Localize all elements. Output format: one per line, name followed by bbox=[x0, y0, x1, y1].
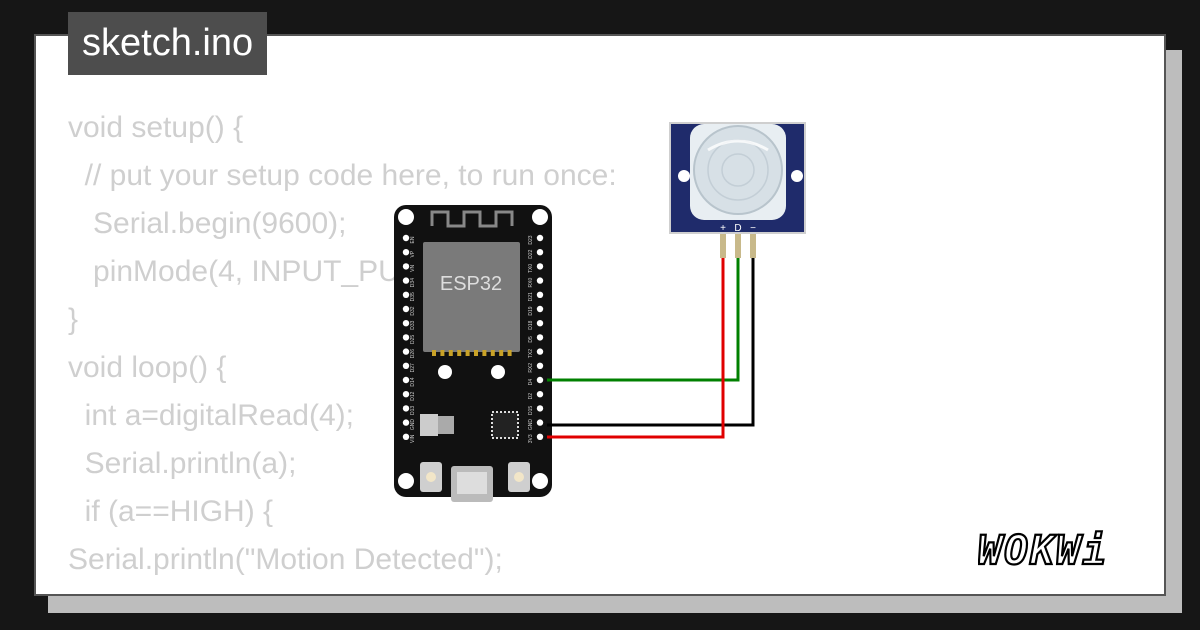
sensor-pin-label: D bbox=[734, 223, 741, 234]
code-line: Serial.begin(9600); bbox=[68, 207, 347, 240]
header-pin[interactable] bbox=[402, 348, 410, 355]
pin-label: RX2 bbox=[528, 363, 534, 373]
header-pin[interactable] bbox=[536, 348, 544, 355]
module-pad bbox=[482, 350, 487, 356]
pin-label: VIN bbox=[410, 434, 416, 443]
header-pin[interactable] bbox=[402, 277, 410, 284]
pin-label: D18 bbox=[528, 320, 534, 329]
pin-label: D19 bbox=[528, 306, 534, 315]
header-pin[interactable] bbox=[402, 419, 410, 426]
module-pad bbox=[465, 350, 470, 356]
header-pin[interactable] bbox=[536, 277, 544, 284]
header-pin[interactable] bbox=[536, 291, 544, 298]
file-name: sketch.ino bbox=[82, 22, 254, 64]
module-pad bbox=[448, 350, 453, 356]
header-pin[interactable] bbox=[536, 320, 544, 327]
pin-label: D12 bbox=[410, 391, 416, 400]
header-pin[interactable] bbox=[536, 305, 544, 313]
code-line: Serial.println(a); bbox=[68, 447, 297, 480]
antenna-icon bbox=[430, 210, 514, 228]
module-pad bbox=[457, 350, 462, 356]
pin-label: D21 bbox=[528, 292, 534, 301]
code-line: void loop() { bbox=[68, 351, 227, 384]
module-pad bbox=[432, 350, 436, 356]
code-line: // put your setup code here, to run once… bbox=[68, 159, 617, 192]
code-line: int a=digitalRead(4); bbox=[68, 399, 354, 432]
pin-label: RX0 bbox=[528, 278, 534, 288]
pin-label: D27 bbox=[410, 363, 416, 372]
header-pin[interactable] bbox=[402, 320, 410, 327]
wire-ground[interactable] bbox=[547, 258, 755, 427]
header-pin[interactable] bbox=[402, 433, 410, 440]
code-line: void setup() { bbox=[68, 111, 244, 144]
pin-label: D2 bbox=[528, 393, 534, 400]
board-label: ESP32 bbox=[440, 273, 502, 295]
pin-label: D25 bbox=[410, 335, 416, 344]
header-pin[interactable] bbox=[402, 391, 410, 398]
pin-label: D5 bbox=[528, 336, 534, 343]
preview-card: void setup() { // put your setup code he… bbox=[34, 34, 1166, 596]
header-pin[interactable] bbox=[536, 419, 544, 426]
pin-label: D34 bbox=[410, 278, 416, 287]
header-pin[interactable] bbox=[402, 362, 410, 369]
header-pin[interactable] bbox=[402, 305, 410, 313]
pin-label: VN bbox=[410, 265, 416, 272]
pin-label: D22 bbox=[528, 249, 534, 258]
header-pin[interactable] bbox=[536, 376, 544, 384]
file-tab[interactable]: sketch.ino bbox=[68, 12, 268, 75]
header-pin[interactable] bbox=[402, 376, 410, 384]
svg-text:WOKWi: WOKWi bbox=[978, 528, 1108, 574]
module-pad bbox=[474, 350, 478, 356]
pin-label: TX0 bbox=[528, 264, 534, 273]
sensor-pin-label: + bbox=[720, 223, 726, 234]
pin-label: D23 bbox=[528, 235, 534, 244]
header-pin[interactable] bbox=[402, 263, 410, 270]
pin-label: TX2 bbox=[528, 349, 534, 358]
pin-label: D35 bbox=[410, 292, 416, 301]
header-pin[interactable] bbox=[402, 249, 410, 256]
pir-lens-icon bbox=[693, 125, 783, 215]
header-pin[interactable] bbox=[536, 391, 544, 398]
header-pin[interactable] bbox=[402, 234, 410, 242]
pin-label: D26 bbox=[410, 349, 416, 358]
header-pin[interactable] bbox=[402, 291, 410, 298]
header-pin[interactable] bbox=[536, 263, 544, 270]
module-pad bbox=[507, 350, 512, 356]
pin-label: D33 bbox=[410, 320, 416, 329]
pin-label: GND bbox=[528, 419, 534, 431]
module-pad bbox=[499, 350, 504, 356]
header-pin[interactable] bbox=[536, 362, 544, 369]
pin-label: D13 bbox=[410, 406, 416, 415]
code-line: } bbox=[68, 303, 79, 336]
wire-power[interactable] bbox=[547, 258, 725, 439]
module-pad bbox=[440, 350, 445, 356]
wokwi-logo: WOKWi bbox=[978, 527, 1108, 575]
esp32-module bbox=[423, 242, 520, 352]
code-line: Serial.println("Motion Detected"); bbox=[68, 543, 503, 576]
header-pin[interactable] bbox=[536, 405, 544, 412]
header-pin[interactable] bbox=[536, 334, 544, 341]
header-pin[interactable] bbox=[402, 334, 410, 341]
wire-signal[interactable] bbox=[547, 258, 740, 382]
code-line: if (a==HIGH) { bbox=[68, 495, 274, 528]
module-pad bbox=[490, 350, 495, 356]
pin-label: D32 bbox=[410, 306, 416, 315]
pin-label: 3V3 bbox=[528, 434, 534, 443]
header-pin[interactable] bbox=[536, 234, 544, 242]
pin-label: VP bbox=[410, 250, 416, 257]
header-pin[interactable] bbox=[402, 405, 410, 412]
pir-sensor[interactable]: + D − bbox=[669, 122, 806, 258]
esp32-board[interactable]: ESP32 ENVPVND34D35D32D33D25D26D27D14D12D… bbox=[394, 205, 552, 502]
header-pin[interactable] bbox=[536, 433, 544, 440]
pin-label: EN bbox=[410, 236, 416, 243]
sensor-pin-label: − bbox=[750, 223, 756, 234]
code-preview: void setup() { // put your setup code he… bbox=[68, 104, 617, 584]
pin-label: D4 bbox=[528, 379, 534, 386]
pin-label: D14 bbox=[410, 377, 416, 386]
pin-label: GND bbox=[410, 419, 416, 431]
pin-label: D15 bbox=[528, 406, 534, 415]
header-pin[interactable] bbox=[536, 249, 544, 256]
